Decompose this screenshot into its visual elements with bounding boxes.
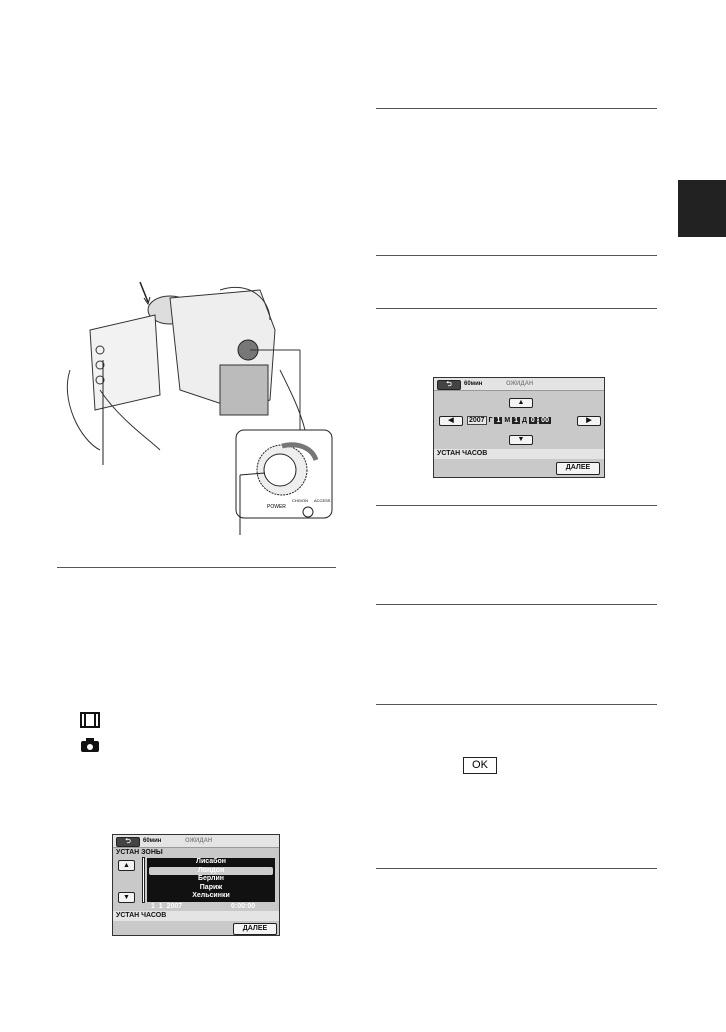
date-readout: 1 1 2007 xyxy=(151,903,183,910)
next-button[interactable]: ДАЛЕЕ xyxy=(233,923,277,935)
left-button[interactable]: ◀ xyxy=(439,416,463,426)
chg-label: CHG/ON xyxy=(292,498,308,503)
back-button[interactable]: ⮌ xyxy=(116,837,140,847)
day-unit: Д xyxy=(521,417,527,424)
month-field[interactable]: 1 xyxy=(494,417,503,424)
film-icon xyxy=(80,712,100,728)
footer-title: УСТАН ЧАСОВ xyxy=(113,911,279,921)
divider xyxy=(376,868,657,869)
camcorder-illustration: POWER CHG/ON ACCESS xyxy=(66,281,333,535)
right-button[interactable]: ▶ xyxy=(577,416,601,426)
city-item[interactable]: Берлин xyxy=(197,875,224,882)
city-list: Лисабон Лондон Берлин Париж Хельсинки xyxy=(147,858,275,902)
divider xyxy=(376,505,657,506)
status-text: ОЖИДАН xyxy=(506,381,534,387)
scroll-up-button[interactable]: ▲ xyxy=(118,860,135,871)
time-readout: 0:00:00 xyxy=(231,903,256,910)
power-label: POWER xyxy=(267,504,286,510)
battery-indicator: 60мин xyxy=(143,838,162,844)
divider xyxy=(376,308,657,309)
city-item-selected[interactable]: Лондон xyxy=(149,866,273,875)
status-text: ОЖИДАН xyxy=(185,838,213,844)
year-field[interactable]: 2007 xyxy=(467,416,487,425)
divider xyxy=(376,255,657,256)
clock-set-screen: ⮌ 60мин ОЖИДАН ▲ ◀ 2007 Г 1 М 1 Д 0:00 ▶… xyxy=(433,377,605,478)
zone-set-screen: ⮌ 60мин ОЖИДАН УСТАН ЗОНЫ ▲ ▼ Лисабон Ло… xyxy=(112,834,280,936)
divider xyxy=(57,567,336,568)
zone-header: УСТАН ЗОНЫ xyxy=(116,849,163,856)
ok-button-symbol: OK xyxy=(463,757,497,774)
section-tab xyxy=(678,180,726,237)
divider xyxy=(376,108,657,109)
city-item[interactable]: Лисабон xyxy=(196,858,226,865)
divider xyxy=(376,604,657,605)
access-label: ACCESS xyxy=(314,498,331,503)
up-button[interactable]: ▲ xyxy=(509,398,533,408)
down-button[interactable]: ▼ xyxy=(509,435,533,445)
footer-title: УСТАН ЧАСОВ xyxy=(434,449,604,459)
camera-icon xyxy=(81,738,99,752)
month-unit: М xyxy=(504,417,511,424)
day-field[interactable]: 1 xyxy=(512,417,521,424)
hour-field[interactable]: 0 xyxy=(528,417,537,424)
city-item[interactable]: Париж xyxy=(199,883,223,891)
divider xyxy=(376,704,657,705)
back-button[interactable]: ⮌ xyxy=(437,380,461,390)
scrollbar[interactable] xyxy=(142,857,145,903)
battery-indicator: 60мин xyxy=(464,381,483,387)
scroll-down-button[interactable]: ▼ xyxy=(118,892,135,903)
minute-field[interactable]: 00 xyxy=(539,417,551,424)
city-item[interactable]: Хельсинки xyxy=(192,892,230,899)
next-button[interactable]: ДАЛЕЕ xyxy=(556,462,600,475)
year-unit: Г xyxy=(488,417,493,424)
